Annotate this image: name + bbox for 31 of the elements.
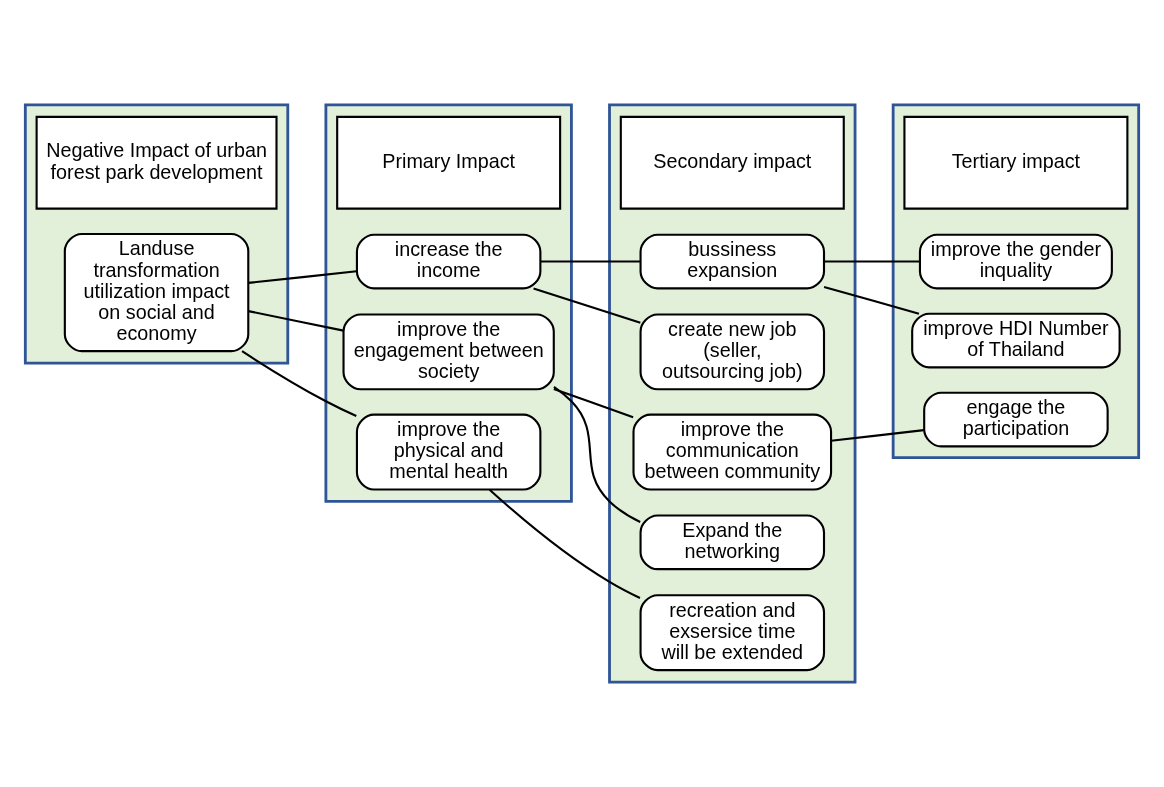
node-box: Primary Impact <box>336 115 562 210</box>
node-box: bussiness expansion <box>639 233 826 290</box>
connector <box>553 385 641 523</box>
node-box: engage the participation <box>923 391 1109 448</box>
connector <box>824 260 920 263</box>
cluster <box>608 103 857 684</box>
cluster <box>324 103 573 503</box>
node-box: improve the engagement between society <box>342 313 555 391</box>
node-box: improve HDI Number of Thailand <box>911 312 1121 369</box>
node-box: Secondary impact <box>619 115 845 210</box>
connector <box>831 429 924 442</box>
connector <box>241 350 357 418</box>
cluster <box>891 103 1141 460</box>
node-box: Negative Impact of urban forest park development <box>35 115 278 210</box>
connector <box>488 488 641 599</box>
node-box: create new job (seller, outsourcing job) <box>639 313 826 391</box>
node-box: improve the gender inquality <box>918 233 1113 290</box>
node-box: increase the income <box>355 233 542 290</box>
node-box: Landuse transformation utilization impact on social and economy <box>63 233 250 353</box>
connector <box>553 387 634 419</box>
connector <box>823 286 920 315</box>
node-box: Tertiary impact <box>903 115 1129 210</box>
connector <box>248 270 357 284</box>
connector <box>540 260 641 263</box>
connector <box>248 310 344 332</box>
node-box: improve the communication between community <box>632 413 833 491</box>
cluster <box>23 103 290 365</box>
connector <box>533 287 641 324</box>
node-box: recreation and exsersice time will be extended <box>639 594 826 672</box>
node-box: improve the physical and mental health <box>355 413 542 491</box>
node-box: Expand the networking <box>639 514 826 571</box>
